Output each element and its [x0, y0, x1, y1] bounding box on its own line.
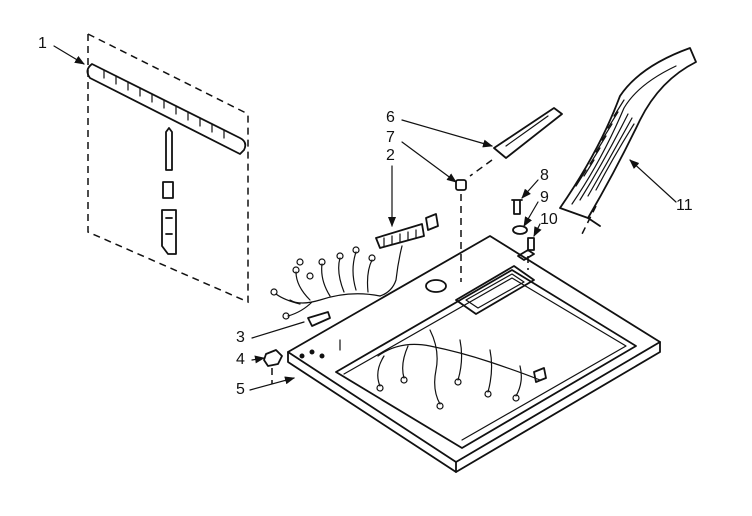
leader-1: [53, 45, 85, 65]
part-6-bracket: [469, 107, 563, 177]
callout-3: 3: [236, 329, 245, 346]
leader-8: [521, 179, 539, 199]
part-2-harness: [270, 213, 439, 320]
part-4-nut: [263, 349, 283, 384]
callout-6: 6: [386, 109, 395, 126]
part-3-clip: [307, 311, 331, 327]
part-1-panel: [86, 33, 249, 304]
leader-3: [251, 321, 305, 339]
part-5-top-panel: [287, 235, 661, 473]
callout-5: 5: [236, 381, 245, 398]
part-11-console: [559, 47, 697, 239]
callout-2: 2: [386, 147, 395, 164]
callout-8: 8: [540, 167, 549, 184]
callout-4: 4: [236, 351, 245, 368]
callout-11: 11: [676, 197, 693, 214]
leader-4: [251, 355, 265, 364]
leader-6: [401, 119, 493, 148]
leader-7: [401, 141, 457, 183]
leader-lines: [53, 45, 677, 391]
callout-10: 10: [540, 211, 558, 228]
callout-1: 1: [38, 35, 47, 52]
leader-10: [533, 223, 542, 237]
leader-5: [249, 376, 295, 391]
leader-11: [629, 159, 677, 203]
leader-9: [523, 201, 539, 227]
lower-harness: [376, 329, 547, 410]
callout-7: 7: [386, 129, 395, 146]
part-7-fastener: [455, 179, 467, 282]
callout-9: 9: [540, 189, 549, 206]
